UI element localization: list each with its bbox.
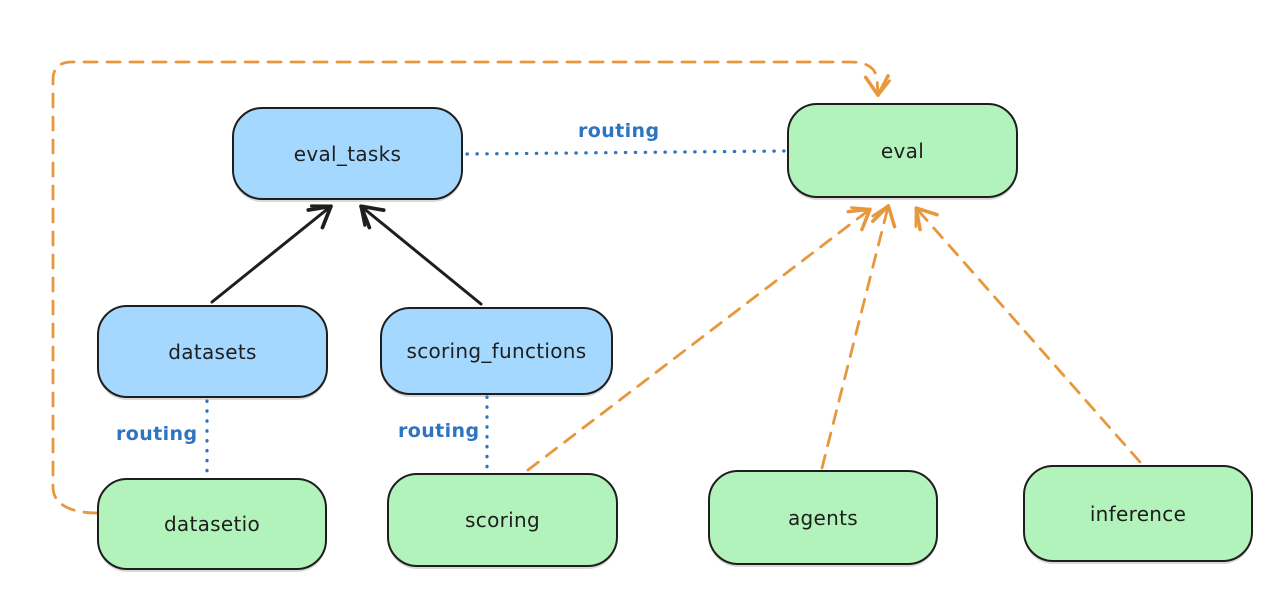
node-inference: inference: [1023, 465, 1253, 562]
edge-eval_tasks-eval: [465, 149, 786, 156]
edge-label-routing-top: routing: [578, 120, 660, 142]
node-datasets-label: datasets: [168, 339, 257, 364]
edge-inference-eval: [914, 206, 1142, 464]
node-inference-label: inference: [1089, 501, 1187, 526]
node-agents-label: agents: [788, 505, 858, 530]
node-datasetio: datasetio: [97, 478, 327, 570]
node-eval-label: eval: [880, 138, 925, 163]
edge-label-routing-scoring: routing: [398, 420, 480, 442]
node-scoring-functions-label: scoring_functions: [406, 339, 587, 363]
node-scoring-functions: scoring_functions: [380, 307, 613, 395]
node-datasetio-label: datasetio: [163, 512, 261, 536]
node-scoring: scoring: [387, 473, 618, 567]
edge-scoring_functions-eval_tasks: [359, 204, 483, 306]
edge-datasets-eval_tasks: [210, 204, 333, 304]
edge-label-routing-datasetio: routing: [116, 423, 198, 445]
edge-agents-eval: [820, 204, 897, 470]
node-datasets: datasets: [97, 305, 328, 398]
node-agents: agents: [708, 470, 938, 565]
node-scoring-label: scoring: [465, 508, 540, 532]
edge-datasetio-eval-loop: [51, 60, 892, 515]
node-eval_tasks: eval_tasks: [232, 107, 463, 200]
solid-arrow-edges: [210, 204, 483, 306]
node-eval: eval: [787, 103, 1018, 198]
node-eval_tasks-label: eval_tasks: [293, 141, 402, 166]
